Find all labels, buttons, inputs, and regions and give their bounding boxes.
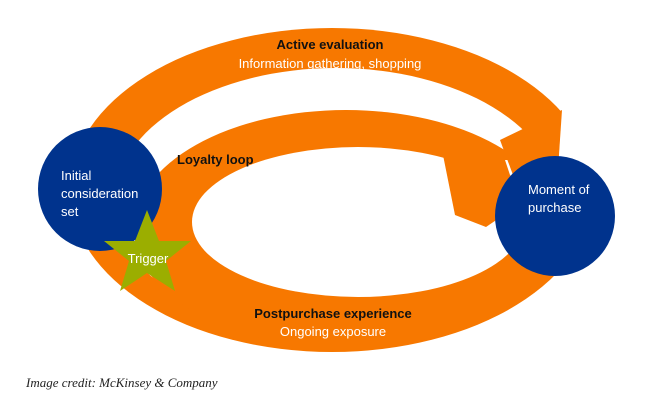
postpurchase-title: Postpurchase experience — [254, 306, 412, 321]
initial-node-line-1: Initial — [61, 168, 91, 183]
image-credit: Image credit: McKinsey & Company — [26, 375, 218, 390]
trigger-star-icon — [104, 210, 191, 291]
trigger-label: Trigger — [128, 251, 169, 266]
postpurchase-subtitle: Ongoing exposure — [280, 324, 386, 339]
active-evaluation-subtitle: Information gathering, shopping — [239, 56, 422, 71]
initial-consideration-node — [38, 127, 162, 251]
inner-hole — [192, 147, 524, 297]
initial-node-line-2: consideration — [61, 186, 138, 201]
loyalty-loop-arrow-tip — [440, 140, 508, 227]
moment-of-purchase-node — [495, 156, 615, 276]
purchase-node-line-2: purchase — [528, 200, 581, 215]
loyalty-loop-title: Loyalty loop — [177, 152, 254, 167]
active-evaluation-title: Active evaluation — [277, 37, 384, 52]
initial-node-line-3: set — [61, 204, 79, 219]
purchase-node-line-1: Moment of — [528, 182, 590, 197]
